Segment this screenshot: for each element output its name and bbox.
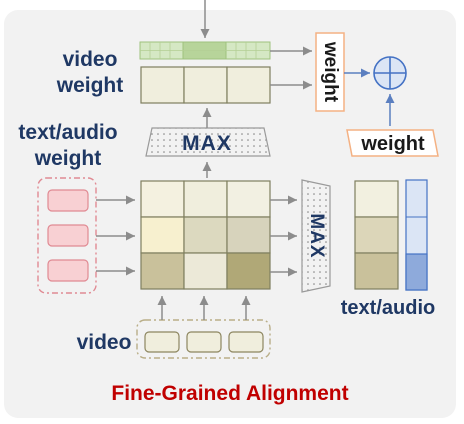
pink-token-3 bbox=[47, 259, 89, 282]
video-label: video bbox=[77, 331, 132, 354]
video-weight-label-line2: weight bbox=[56, 74, 124, 97]
video-token-1 bbox=[144, 331, 180, 353]
pink-token-1 bbox=[47, 189, 89, 212]
weight-rotated-box: weight bbox=[315, 32, 345, 112]
matrix-cell-r3-c1 bbox=[140, 252, 185, 290]
text-audio-weight-label-line2: weight bbox=[34, 147, 102, 170]
video-weight-cell-1 bbox=[140, 66, 185, 104]
weight-rotated-label: weight bbox=[320, 41, 341, 103]
max-right-label: MAX bbox=[306, 213, 327, 258]
video-weight-label-line1: video bbox=[63, 48, 118, 71]
video-token-3 bbox=[228, 331, 264, 353]
matrix-cell-r3-c3 bbox=[226, 252, 271, 290]
text-audio-weight-cell-3 bbox=[354, 252, 399, 290]
matrix-cell-r1-c2 bbox=[183, 180, 228, 218]
matrix-cell-r2-c1 bbox=[140, 216, 185, 254]
blue-weight-bar bbox=[405, 179, 428, 291]
video-weight-row bbox=[140, 66, 271, 104]
max-top-block: MAX bbox=[145, 127, 271, 157]
matrix-cell-r1-c1 bbox=[140, 180, 185, 218]
sum-circle bbox=[373, 56, 407, 90]
max-right-block: MAX bbox=[301, 179, 331, 293]
matrix-cell-r1-c3 bbox=[226, 180, 271, 218]
weight-box: weight bbox=[346, 129, 439, 157]
text-audio-weight-cell-2 bbox=[354, 216, 399, 254]
weight-box-label: weight bbox=[360, 133, 425, 155]
matrix-cell-r2-c2 bbox=[183, 216, 228, 254]
similarity-matrix bbox=[140, 180, 271, 290]
max-top-label: MAX bbox=[182, 132, 232, 155]
green-weight-bar bbox=[139, 41, 271, 60]
text-audio-weight-cell-1 bbox=[354, 180, 399, 218]
text-audio-weight-label-line1: text/audio bbox=[18, 121, 117, 144]
matrix-cell-r3-c2 bbox=[183, 252, 228, 290]
video-token-2 bbox=[186, 331, 222, 353]
text-audio-weight-column bbox=[354, 180, 399, 290]
pink-token-2 bbox=[47, 224, 89, 247]
video-weight-cell-2 bbox=[183, 66, 228, 104]
diagram-title: Fine-Grained Alignment bbox=[111, 382, 348, 405]
matrix-cell-r2-c3 bbox=[226, 216, 271, 254]
text-audio-input-group bbox=[37, 177, 97, 294]
video-weight-cell-3 bbox=[226, 66, 271, 104]
text-audio-label: text/audio bbox=[341, 297, 435, 319]
